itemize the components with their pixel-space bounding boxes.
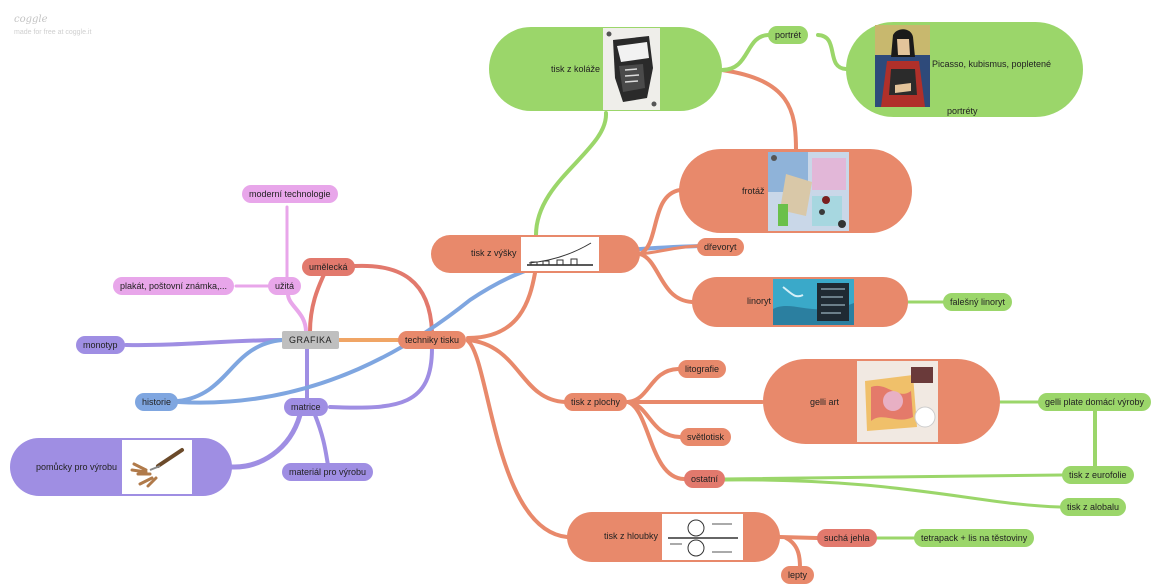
node-label-line1: Picasso, kubismus, popletené <box>932 59 1052 69</box>
node-frotaz[interactable]: frotáž <box>679 149 912 233</box>
node-ostatni[interactable]: ostatní <box>684 470 726 488</box>
coggle-tagline: made for free at coggle.it <box>14 29 92 36</box>
node-material[interactable]: materiál pro výrobu <box>282 463 374 481</box>
link-historie-grafika <box>176 338 284 403</box>
node-tisk-z-alobalu[interactable]: tisk z alobalu <box>1060 498 1127 516</box>
link-grafika-monotyp <box>124 338 284 348</box>
node-tisk-z-plochy[interactable]: tisk z plochy <box>564 393 628 411</box>
node-falesny-linoryt[interactable]: falešný linoryt <box>943 293 1013 311</box>
node-label: tisk z koláže <box>551 64 601 74</box>
node-litografie[interactable]: litografie <box>678 360 727 378</box>
node-label: linoryt <box>747 296 772 306</box>
link-vysky-frotaz <box>638 188 682 256</box>
gelli-print-image <box>857 361 938 442</box>
node-label: tisk z hloubky <box>604 531 659 541</box>
link-vysky-kolaze <box>534 111 609 237</box>
link-ostatni-eurofolie <box>722 473 1064 481</box>
link-techniky-vysky <box>466 271 537 340</box>
node-label: tisk z výšky <box>471 248 517 258</box>
node-drevoryt[interactable]: dřevoryt <box>697 238 744 256</box>
node-pomucky[interactable]: pomůcky pro výrobu <box>10 438 232 496</box>
link-kolaze-portret <box>720 33 770 72</box>
link-portret-picasso <box>816 33 848 71</box>
node-tetrapack[interactable]: tetrapack + lis na těstoviny <box>914 529 1035 547</box>
link-grafika-umelecka <box>308 270 327 334</box>
node-tisk-z-hloubky[interactable]: tisk z hloubky <box>567 512 780 562</box>
node-picasso[interactable]: Picasso, kubismus, popletené portréty <box>846 22 1083 117</box>
node-sucha-jehla[interactable]: suchá jehla <box>817 529 877 547</box>
link-matrice-pomucky <box>229 412 303 470</box>
node-plakat[interactable]: plakát, poštovní známka,... <box>113 277 235 295</box>
picasso-painting-image <box>875 25 930 107</box>
node-techniky-tisku[interactable]: techniky tisku <box>398 331 467 349</box>
link-grafika-uzita <box>286 292 308 334</box>
node-monotyp[interactable]: monotyp <box>76 336 125 354</box>
node-label: pomůcky pro výrobu <box>36 462 118 472</box>
node-lepty[interactable]: lepty <box>781 566 815 584</box>
link-techniky-hloubky <box>466 339 569 539</box>
node-moderni-technologie[interactable]: moderní technologie <box>242 185 338 203</box>
link-vysky-linoryt <box>638 252 694 304</box>
link-techniky-plochy <box>466 338 567 404</box>
link-hloubky-lepty <box>784 536 802 570</box>
relief-print-diagram-image <box>521 237 599 271</box>
frottage-image <box>768 152 849 231</box>
intaglio-press-image <box>662 514 743 560</box>
link-matrice-techniky <box>328 346 434 410</box>
link-plochy-ostatni <box>626 400 686 481</box>
node-label: frotáž <box>742 186 765 196</box>
linocut-image <box>773 279 854 325</box>
coggle-logo: coggle <box>14 14 48 25</box>
node-linoryt[interactable]: linoryt <box>692 277 908 327</box>
node-umelecka[interactable]: umělecká <box>302 258 355 276</box>
node-matrice[interactable]: matrice <box>284 398 328 416</box>
collage-portrait-image <box>603 28 660 110</box>
node-tisk-z-kolaze[interactable]: tisk z koláže <box>489 27 722 111</box>
node-svetlotisk[interactable]: světlotisk <box>680 428 732 446</box>
link-frotaz-kolaze <box>720 68 798 152</box>
node-gelli-plate[interactable]: gelli plate domácí výroby <box>1038 393 1151 411</box>
node-grafika-root[interactable]: GRAFIKA <box>282 331 340 349</box>
link-vysky-drevoryt <box>638 244 699 256</box>
link-umelecka-techniky <box>353 263 434 334</box>
node-tisk-z-vysky[interactable]: tisk z výšky <box>431 235 640 273</box>
node-label-line2: portréty <box>947 106 978 116</box>
link-matrice-material <box>313 413 330 467</box>
node-portret[interactable]: portrét <box>768 26 809 44</box>
node-tisk-z-eurofolie[interactable]: tisk z eurofolie <box>1062 466 1134 484</box>
node-gelli-art[interactable]: gelli art <box>763 359 1000 444</box>
node-historie[interactable]: historie <box>135 393 179 411</box>
carving-tools-image <box>122 440 192 494</box>
link-ostatni-alobalu <box>722 478 1062 509</box>
node-label: gelli art <box>810 397 840 407</box>
link-plochy-litografie <box>626 367 680 404</box>
node-uzita[interactable]: užitá <box>268 277 302 295</box>
